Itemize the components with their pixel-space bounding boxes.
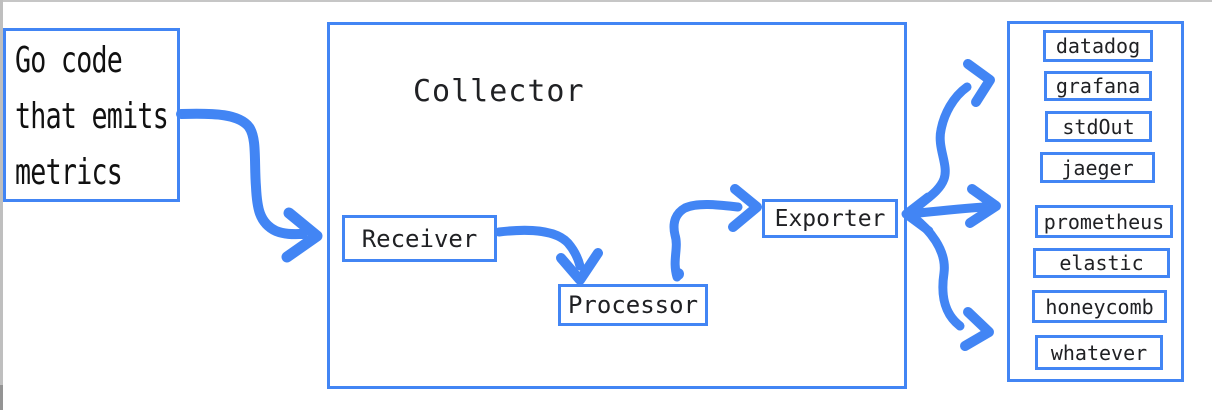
source-line-3: metrics xyxy=(15,152,123,193)
window-edge-left-bottom xyxy=(0,385,3,410)
processor-label: Processor xyxy=(567,291,699,319)
source-line-2: that emits xyxy=(15,96,169,137)
collector-box xyxy=(327,22,907,389)
collector-label: Collector xyxy=(413,74,585,109)
window-edge-top xyxy=(0,0,1212,2)
receiver-label: Receiver xyxy=(361,224,478,253)
sink-item-honeycomb: honeycomb xyxy=(1032,290,1167,323)
sink-item-datadog: datadog xyxy=(1043,30,1153,62)
exporter-box: Exporter xyxy=(762,199,898,238)
source-line-1: Go code xyxy=(15,40,123,81)
sink-item-jaeger: jaeger xyxy=(1040,152,1155,183)
sink-item-elastic: elastic xyxy=(1033,248,1170,278)
sink-item-stdout: stdOut xyxy=(1045,111,1152,142)
exporter-label: Exporter xyxy=(774,205,886,232)
window-edge-left xyxy=(0,0,3,385)
arrow-source-to-receiver-icon xyxy=(176,108,323,263)
arrow-exporter-to-top-sinks-icon xyxy=(907,59,995,217)
receiver-box: Receiver xyxy=(342,215,497,262)
arrow-exporter-to-bottom-sinks-icon xyxy=(908,212,994,351)
source-box-text: Go code that emits metrics xyxy=(15,33,169,201)
sink-item-grafana: grafana xyxy=(1044,71,1152,101)
processor-box: Processor xyxy=(558,284,708,326)
arrow-exporter-to-middle-sinks-icon xyxy=(906,184,1001,228)
source-box: Go code that emits metrics xyxy=(3,28,180,202)
sink-item-whatever: whatever xyxy=(1035,335,1163,370)
arrow-exporter-branch-left-icon xyxy=(901,192,934,236)
sink-item-prometheus: prometheus xyxy=(1035,205,1173,238)
